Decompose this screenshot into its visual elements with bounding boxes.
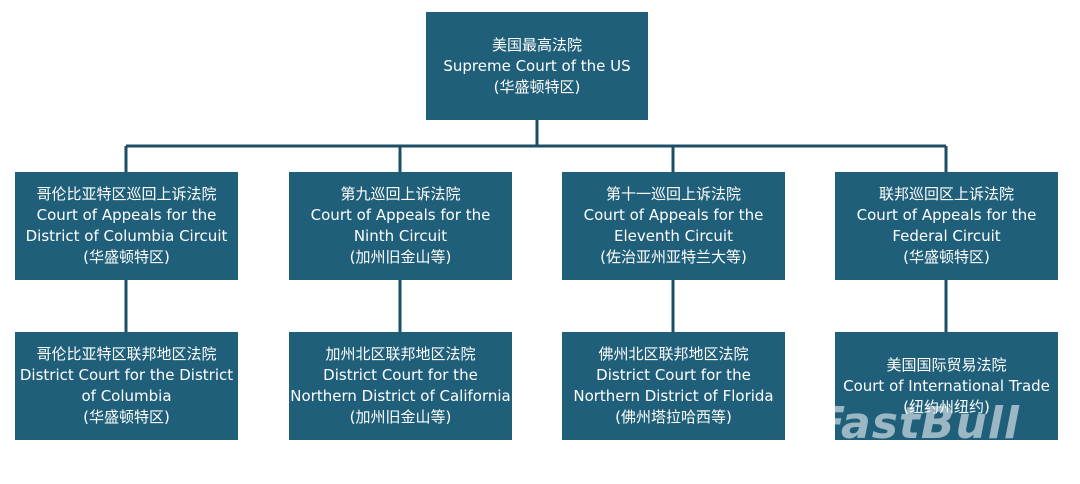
court-of-international-trade-box: 美国国际贸易法院 Court of International Trade (纽… [835,332,1058,440]
node-label-en: Court of Appeals for the [583,206,764,224]
node-label-location: (华盛顿特区) [903,248,990,266]
appeals-court-ninth-box: 第九巡回上诉法院 Court of Appeals for the Ninth … [289,172,512,280]
node-label-en: of Columbia [81,387,172,405]
node-label-en: District of Columbia Circuit [25,227,228,245]
node-label-en: Court of Appeals for the [36,206,217,224]
node-label-en: Ninth Circuit [353,227,448,245]
node-label-en: Supreme Court of the US [443,56,631,75]
node-label-en: District Court for the [323,366,478,384]
node-label-location: (华盛顿特区) [83,408,170,426]
node-label-en: District Court for the [596,366,751,384]
node-label-location: (加州旧金山等) [349,408,452,426]
node-label-en: Court of Appeals for the [856,206,1037,224]
district-court-dc-box: 哥伦比亚特区联邦地区法院 District Court for the Dist… [15,332,238,440]
node-label-location: (佛州塔拉哈西等) [615,408,732,426]
node-label-zh: 第十一巡回上诉法院 [605,185,741,203]
node-label-en: Northern District of California [290,387,511,405]
node-label-en: Court of International Trade [843,376,1050,395]
node-label-location: (佐治亚州亚特兰大等) [600,248,747,266]
district-court-florida-box: 佛州北区联邦地区法院 District Court for the Northe… [562,332,785,440]
node-label-en: District Court for the District [19,366,234,384]
node-label-en: Court of Appeals for the [310,206,491,224]
node-label-zh: 哥伦比亚特区联邦地区法院 [36,345,217,363]
supreme-court-box: 美国最高法院 Supreme Court of the US (华盛顿特区) [426,12,648,120]
node-label-zh: 佛州北区联邦地区法院 [598,345,749,363]
node-label-location: (纽约州纽约) [903,397,990,416]
node-label-zh: 美国国际贸易法院 [886,355,1007,374]
node-label-location: (华盛顿特区) [493,77,581,96]
node-label-zh: 联邦巡回区上诉法院 [878,185,1014,203]
node-label-location: (华盛顿特区) [83,248,170,266]
node-label-en: Northern District of Florida [573,387,774,405]
district-court-california-box: 加州北区联邦地区法院 District Court for the Northe… [289,332,512,440]
node-label-zh: 第九巡回上诉法院 [340,185,461,203]
node-label-zh: 哥伦比亚特区巡回上诉法院 [36,185,217,203]
node-label-en: Eleventh Circuit [614,227,733,245]
node-label-zh: 加州北区联邦地区法院 [325,345,476,363]
node-label-zh: 美国最高法院 [491,35,582,54]
appeals-court-eleventh-box: 第十一巡回上诉法院 Court of Appeals for the Eleve… [562,172,785,280]
node-label-en: Federal Circuit [892,227,1001,245]
appeals-court-federal-box: 联邦巡回区上诉法院 Court of Appeals for the Feder… [835,172,1058,280]
appeals-court-dc-box: 哥伦比亚特区巡回上诉法院 Court of Appeals for the Di… [15,172,238,280]
node-label-location: (加州旧金山等) [349,248,452,266]
